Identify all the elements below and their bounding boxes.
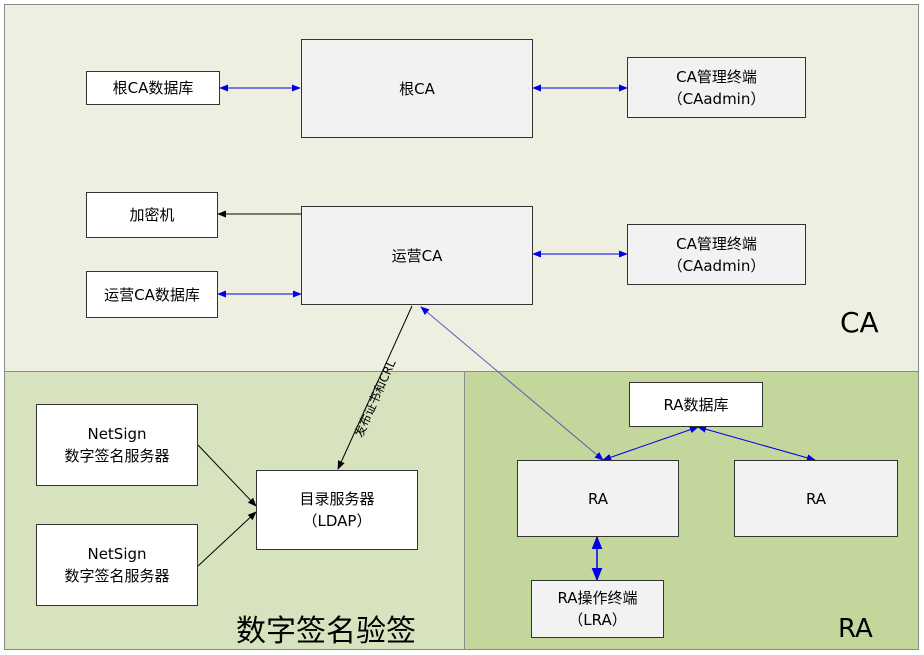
ldap-directory-server-title: 目录服务器 — [299, 490, 375, 508]
signature-region-label: 数字签名验签 — [236, 614, 416, 649]
root-ca-database: 根CA数据库 — [86, 71, 220, 105]
ra-database: RA数据库 — [629, 382, 763, 427]
netsign-server-1-subtitle: 数字签名服务器 — [64, 447, 170, 465]
netsign-server-1: NetSign 数字签名服务器 — [36, 404, 198, 486]
ra-server-2-label: RA — [805, 489, 827, 508]
root-ca-label: 根CA — [399, 79, 435, 98]
link-radb-ra1 — [602, 426, 699, 461]
ra-operation-terminal: RA操作终端 （LRA） — [531, 580, 664, 638]
ra-operation-terminal-title: RA操作终端 — [557, 589, 638, 607]
ca-admin-terminal-1-subtitle: （CAadmin） — [667, 89, 766, 108]
ra-operation-terminal-subtitle: （LRA） — [568, 611, 627, 629]
operating-ca: 运营CA — [301, 206, 533, 305]
ra-database-label: RA数据库 — [663, 395, 729, 414]
ra-server-1: RA — [517, 460, 679, 537]
ra-server-1-label: RA — [587, 489, 609, 508]
ca-admin-terminal-1-title: CA管理终端 — [676, 67, 757, 86]
ca-admin-terminal-1: CA管理终端 （CAadmin） — [627, 57, 806, 118]
link-radb-ra2 — [697, 425, 816, 462]
root-ca: 根CA — [301, 39, 533, 138]
ca-admin-terminal-2-subtitle: （CAadmin） — [667, 256, 766, 275]
netsign-server-2-title: NetSign — [87, 545, 147, 563]
encryptor: 加密机 — [86, 192, 218, 238]
ca-admin-terminal-2: CA管理终端 （CAadmin） — [627, 224, 806, 285]
encryptor-label: 加密机 — [129, 206, 175, 224]
ca-admin-terminal-2-title: CA管理终端 — [676, 234, 757, 253]
netsign-server-2-subtitle: 数字签名服务器 — [64, 567, 170, 585]
operating-ca-label: 运营CA — [391, 246, 443, 265]
link-opsca-ra1 — [420, 306, 604, 461]
ca-region-label: CA — [840, 306, 879, 339]
link-netsign1-ldap — [197, 444, 257, 507]
netsign-server-1-title: NetSign — [87, 425, 147, 443]
link-opsca-ldap — [337, 305, 413, 470]
netsign-server-2: NetSign 数字签名服务器 — [36, 524, 198, 606]
ldap-directory-server-subtitle: （LDAP） — [302, 512, 372, 530]
root-ca-database-label: 根CA数据库 — [112, 79, 194, 97]
ra-server-2: RA — [734, 460, 898, 537]
operating-ca-database-label: 运营CA数据库 — [104, 285, 200, 304]
operating-ca-database: 运营CA数据库 — [86, 271, 218, 318]
ldap-directory-server: 目录服务器 （LDAP） — [256, 470, 418, 550]
ra-region-label: RA — [838, 614, 873, 644]
link-netsign2-ldap — [197, 511, 257, 567]
